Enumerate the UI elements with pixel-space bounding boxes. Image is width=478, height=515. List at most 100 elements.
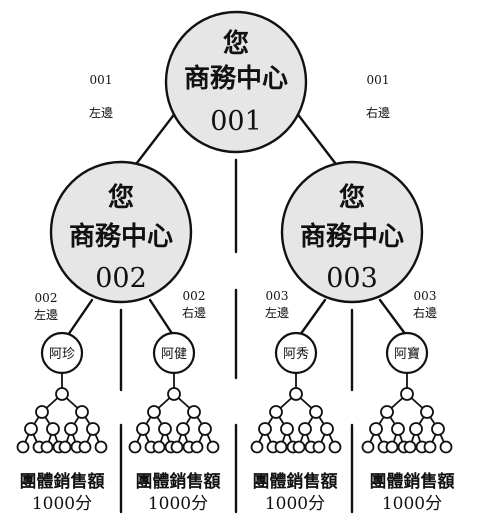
downline-member-dot bbox=[187, 405, 201, 419]
downline-member-dot bbox=[58, 440, 72, 454]
team-sales-amount: 1000分 bbox=[148, 494, 208, 514]
downline-member-dot bbox=[75, 405, 89, 419]
downline-member-dot bbox=[147, 405, 161, 419]
downline-member-dot bbox=[170, 440, 184, 454]
downline-member-dot bbox=[198, 422, 212, 436]
downline-tree bbox=[16, 373, 108, 454]
team-sales-amount: 1000分 bbox=[32, 494, 92, 514]
side-label-top-right: 001 右邊 bbox=[366, 73, 390, 120]
downline-member-dot bbox=[391, 422, 405, 436]
connector-left-a bbox=[66, 298, 94, 337]
team-sales-total-2: 團體銷售額 1000分 bbox=[136, 471, 221, 514]
downline-tree bbox=[250, 373, 342, 454]
node-right-code: 003 bbox=[326, 263, 378, 294]
downline-member-dot bbox=[167, 387, 181, 401]
downline-member-dot bbox=[289, 387, 303, 401]
node-left-code: 002 bbox=[95, 263, 147, 294]
member-name: 阿秀 bbox=[283, 347, 309, 362]
team-sales-amount: 1000分 bbox=[265, 494, 325, 514]
downline-member-dot bbox=[24, 422, 38, 436]
downline-member-dot bbox=[64, 422, 78, 436]
downline-member-dot bbox=[250, 440, 264, 454]
downline-member-dot bbox=[292, 440, 306, 454]
member-node-azhen: 阿珍 bbox=[40, 331, 84, 375]
team-sales-label: 團體銷售額 bbox=[136, 471, 221, 492]
downline-member-dot bbox=[380, 405, 394, 419]
team-sales-total-1: 團體銷售額 1000分 bbox=[20, 471, 105, 514]
downline-member-dot bbox=[35, 405, 49, 419]
connector-top-right bbox=[294, 110, 344, 174]
side-label-left-right: 002 右邊 bbox=[182, 289, 206, 320]
side-label-code: 001 bbox=[90, 73, 113, 87]
node-top-line1: 您 bbox=[223, 28, 249, 59]
downline-member-dot bbox=[78, 440, 92, 454]
downline-member-dot bbox=[274, 440, 288, 454]
member-node-abao: 阿寶 bbox=[385, 331, 429, 375]
side-label-code: 003 bbox=[266, 289, 289, 303]
connector-right-b bbox=[378, 298, 408, 337]
side-label-top-left: 001 左邊 bbox=[89, 73, 113, 120]
side-label-left-left: 002 左邊 bbox=[34, 291, 58, 322]
downline-member-dot bbox=[176, 422, 190, 436]
downline-member-dot bbox=[269, 405, 283, 419]
downline-member-dot bbox=[16, 440, 30, 454]
downline-member-dot bbox=[94, 440, 108, 454]
node-top-line2: 商務中心 bbox=[184, 63, 288, 94]
node-top-code: 001 bbox=[210, 106, 262, 137]
downline-trees bbox=[16, 373, 453, 454]
business-center-node-right: 您 商務中心 003 bbox=[280, 160, 424, 304]
downline-member-dot bbox=[400, 387, 414, 401]
downline-member-dot bbox=[328, 440, 342, 454]
side-label-code: 002 bbox=[183, 289, 206, 303]
side-label-text: 左邊 bbox=[34, 307, 58, 322]
team-sales-total-3: 團體銷售額 1000分 bbox=[253, 471, 338, 514]
downline-member-dot bbox=[158, 422, 172, 436]
connector-top-left bbox=[128, 110, 178, 174]
downline-member-dot bbox=[136, 422, 150, 436]
downline-member-dot bbox=[128, 440, 142, 454]
downline-member-dot bbox=[403, 440, 417, 454]
downline-tree bbox=[361, 373, 453, 454]
downline-member-dot bbox=[280, 422, 294, 436]
side-label-text: 右邊 bbox=[413, 305, 437, 320]
member-name: 阿寶 bbox=[394, 346, 420, 362]
node-right-line1: 您 bbox=[339, 182, 365, 213]
downline-member-dot bbox=[40, 440, 54, 454]
downline-member-dot bbox=[420, 405, 434, 419]
team-sales-amount: 1000分 bbox=[382, 494, 442, 514]
downline-member-dot bbox=[46, 422, 60, 436]
side-label-code: 003 bbox=[414, 289, 437, 303]
member-node-axiu: 阿秀 bbox=[274, 331, 318, 375]
business-center-node-top: 您 商務中心 001 bbox=[164, 10, 308, 154]
downline-member-dot bbox=[320, 422, 334, 436]
team-sales-label: 團體銷售額 bbox=[370, 471, 455, 492]
downline-member-dot bbox=[369, 422, 383, 436]
downline-member-dot bbox=[385, 440, 399, 454]
business-center-node-left: 您 商務中心 002 bbox=[49, 160, 193, 304]
side-label-right-left: 003 左邊 bbox=[265, 289, 289, 320]
downline-tree bbox=[128, 373, 220, 454]
node-left-line1: 您 bbox=[108, 182, 134, 213]
node-right-line2: 商務中心 bbox=[300, 221, 404, 252]
node-left-line2: 商務中心 bbox=[69, 221, 173, 252]
downline-member-dot bbox=[409, 422, 423, 436]
downline-member-dot bbox=[86, 422, 100, 436]
side-label-text: 左邊 bbox=[89, 105, 113, 120]
downline-member-dot bbox=[258, 422, 272, 436]
downline-member-dot bbox=[312, 440, 326, 454]
side-label-text: 左邊 bbox=[265, 305, 289, 320]
member-name: 阿健 bbox=[161, 347, 187, 362]
member-node-ajian: 阿健 bbox=[152, 331, 196, 375]
team-sales-label: 團體銷售額 bbox=[20, 471, 105, 492]
downline-member-dot bbox=[190, 440, 204, 454]
connector-right-a bbox=[298, 298, 327, 337]
downline-member-dot bbox=[206, 440, 220, 454]
downline-member-dot bbox=[423, 440, 437, 454]
downline-member-dot bbox=[152, 440, 166, 454]
connector-lines bbox=[66, 110, 408, 514]
downline-member-dot bbox=[439, 440, 453, 454]
member-name: 阿珍 bbox=[49, 347, 75, 362]
downline-member-dot bbox=[361, 440, 375, 454]
